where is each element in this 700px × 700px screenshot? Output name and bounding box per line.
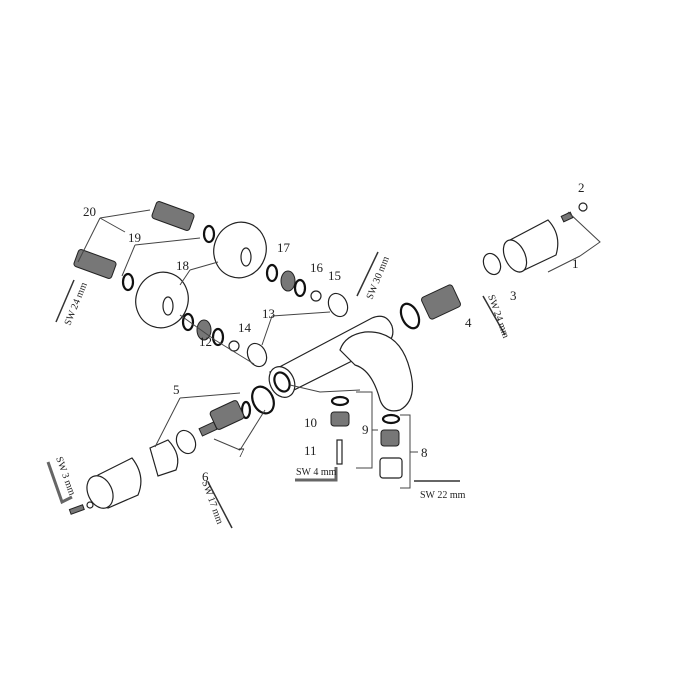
mixer-body <box>268 315 413 412</box>
part-label-4: 4 <box>465 315 472 330</box>
right-handle-group <box>399 202 588 330</box>
tool-label-sw30: SW 30 mm <box>365 255 392 301</box>
part-label-20: 20 <box>83 204 96 219</box>
part-label-11: 11 <box>304 443 317 458</box>
aerator-parts <box>330 395 403 479</box>
connector-parts <box>73 201 349 368</box>
tool-label-sw17: SW 17 mm <box>199 479 225 526</box>
part-label-16: 16 <box>310 260 324 275</box>
tool-label-sw24-right: SW 24 mm <box>485 293 511 340</box>
part-label-10: 10 <box>304 415 317 430</box>
part-label-17: 17 <box>277 240 291 255</box>
part-label-14: 14 <box>238 320 252 335</box>
part-label-8: 8 <box>421 445 428 460</box>
part-label-6: 6 <box>202 469 209 484</box>
leader-lines <box>77 209 601 489</box>
part-label-9: 9 <box>362 422 369 437</box>
part-label-12: 12 <box>199 334 212 349</box>
part-label-13: 13 <box>262 306 275 321</box>
tool-label-sw24-left: SW 24 mm <box>63 281 90 327</box>
tool-label-sw22: SW 22 mm <box>420 490 466 501</box>
part-label-15: 15 <box>328 268 341 283</box>
part-label-19: 19 <box>128 230 141 245</box>
left-handle-group <box>68 385 275 515</box>
wrench-icons <box>46 251 506 529</box>
part-label-5: 5 <box>173 382 180 397</box>
part-label-2: 2 <box>578 180 585 195</box>
part-label-7: 7 <box>238 445 245 460</box>
part-labels: 20 19 18 17 16 15 13 14 12 2 1 3 4 5 7 6… <box>83 180 585 484</box>
tool-label-sw4: SW 4 mm <box>296 467 337 478</box>
part-label-3: 3 <box>510 288 517 303</box>
part-label-18: 18 <box>176 258 189 273</box>
part-label-1: 1 <box>572 256 579 271</box>
